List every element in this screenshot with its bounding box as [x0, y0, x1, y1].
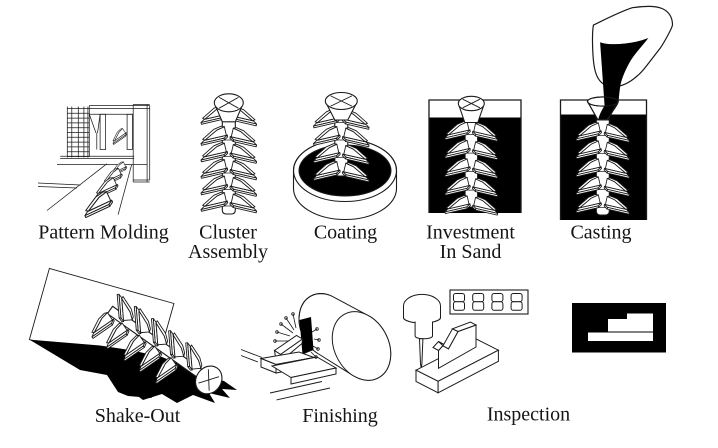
- svg-text:Inspection: Inspection: [487, 404, 570, 426]
- svg-text:Investment: Investment: [426, 222, 515, 244]
- svg-text:Finishing: Finishing: [302, 405, 378, 427]
- svg-text:Shake-Out: Shake-Out: [95, 405, 181, 427]
- svg-text:Cluster: Cluster: [199, 222, 257, 244]
- svg-text:Coating: Coating: [314, 222, 377, 244]
- svg-text:Pattern Molding: Pattern Molding: [38, 222, 169, 244]
- svg-text:Casting: Casting: [570, 222, 631, 244]
- svg-text:In Sand: In Sand: [440, 241, 502, 263]
- svg-text:Assembly: Assembly: [188, 241, 268, 263]
